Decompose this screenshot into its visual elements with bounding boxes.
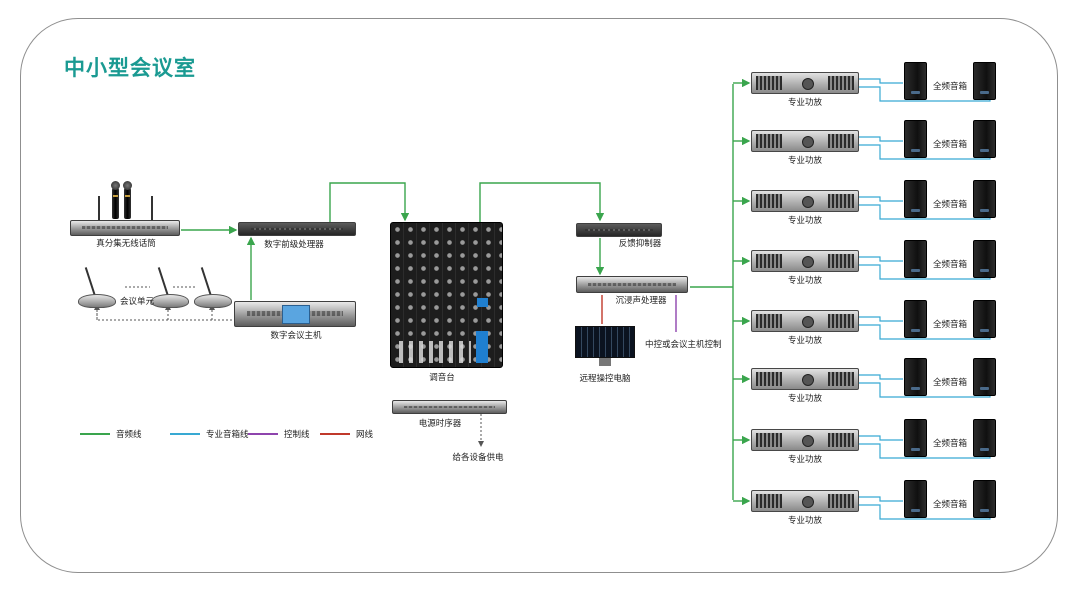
wire-amp-to-left-speaker [859, 196, 903, 202]
conf-host-label: 数字会议主机 [270, 331, 322, 341]
amplifier-label: 专业功放 [787, 276, 823, 286]
amplifier-7 [751, 429, 859, 451]
legend-swatch [320, 433, 350, 435]
speaker-left-icon [904, 358, 927, 396]
immersive-label: 沉浸声处理器 [615, 296, 667, 306]
speaker-right-icon [973, 240, 996, 278]
mixer-label: 调音台 [429, 373, 455, 383]
speaker-label: 全频音箱 [932, 378, 968, 388]
diagram-frame [20, 18, 1058, 573]
wire-amp-to-left-speaker [859, 316, 903, 322]
digital-preprocessor [238, 222, 356, 236]
speaker-right-icon [973, 419, 996, 457]
wire-amp-to-left-speaker [859, 78, 903, 84]
power-seq-label: 电源时序器 [418, 419, 462, 429]
speaker-label: 全频音箱 [932, 200, 968, 210]
legend-label: 音频线 [116, 430, 142, 440]
speaker-left-icon [904, 300, 927, 338]
speaker-right-icon [973, 120, 996, 158]
amplifier-label: 专业功放 [787, 336, 823, 346]
mixer-console [390, 222, 503, 368]
wire-amp-to-left-speaker [859, 496, 903, 502]
wire-amp-to-right-speaker [859, 264, 991, 280]
amplifier-5 [751, 310, 859, 332]
amplifier-label: 专业功放 [787, 216, 823, 226]
wire-preproc-to-mixer [329, 182, 410, 222]
wire-amp-to-right-speaker [859, 204, 991, 220]
immersive-processor [576, 276, 688, 293]
power-supply-label: 给各设备供电 [452, 453, 504, 463]
amplifier-8 [751, 490, 859, 512]
wire-amp-to-left-speaker [859, 256, 903, 262]
speaker-right-icon [973, 300, 996, 338]
remote-pc-label: 远程操控电脑 [579, 374, 631, 384]
speaker-left-icon [904, 419, 927, 457]
amplifier-6 [751, 368, 859, 390]
handheld-mic-icon [123, 181, 132, 219]
conf-unit-label: 会议单元 [120, 297, 155, 307]
wire-amp-to-right-speaker [859, 443, 991, 459]
digital-preproc-label: 数字前级处理器 [264, 240, 324, 250]
amplifier-label: 专业功放 [787, 455, 823, 465]
central-control-label: 中控或会议主机控制 [645, 340, 722, 350]
wire-amp-to-right-speaker [859, 324, 991, 340]
legend-label: 专业音箱线 [206, 430, 249, 440]
feedback-label: 反馈抑制器 [618, 239, 662, 249]
wire-amp-to-left-speaker [859, 136, 903, 142]
wire-amp-to-right-speaker [859, 504, 991, 520]
wireless-mic-receiver [70, 220, 180, 236]
speaker-left-icon [904, 180, 927, 218]
amplifier-2 [751, 130, 859, 152]
conference-unit-icon [78, 262, 116, 308]
diagram-title: 中小型会议室 [64, 56, 196, 80]
legend-label: 网线 [356, 430, 374, 440]
speaker-label: 全频音箱 [932, 140, 968, 150]
speaker-left-icon [904, 62, 927, 100]
host-screen-icon [282, 305, 310, 324]
wire-mixer-to-feedback [479, 182, 605, 222]
speaker-label: 全频音箱 [932, 260, 968, 270]
antenna-right-icon [151, 196, 153, 222]
amplifier-label: 专业功放 [787, 516, 823, 526]
speaker-right-icon [973, 62, 996, 100]
wire-amp-to-right-speaker [859, 86, 991, 102]
speaker-label: 全频音箱 [932, 439, 968, 449]
antenna-left-icon [98, 196, 100, 222]
wire-amp-to-left-speaker [859, 435, 903, 441]
conference-unit-icon [194, 262, 232, 308]
amplifier-label: 专业功放 [787, 156, 823, 166]
conference-unit-icon [151, 262, 189, 308]
legend-swatch [80, 433, 110, 435]
speaker-left-icon [904, 480, 927, 518]
speaker-right-icon [973, 180, 996, 218]
speaker-label: 全频音箱 [932, 500, 968, 510]
wire-amp-to-left-speaker [859, 374, 903, 380]
remote-pc-icon [575, 326, 635, 366]
power-sequencer [392, 400, 507, 414]
amplifier-1 [751, 72, 859, 94]
amplifier-3 [751, 190, 859, 212]
wire-amp-to-right-speaker [859, 144, 991, 160]
speaker-label: 全频音箱 [932, 320, 968, 330]
amplifier-4 [751, 250, 859, 272]
speaker-right-icon [973, 358, 996, 396]
speaker-label: 全频音箱 [932, 82, 968, 92]
speaker-left-icon [904, 120, 927, 158]
wireless-mic-label: 真分集无线话筒 [96, 239, 156, 249]
amplifier-label: 专业功放 [787, 98, 823, 108]
handheld-mic-icon [111, 181, 120, 219]
speaker-right-icon [973, 480, 996, 518]
amplifier-label: 专业功放 [787, 394, 823, 404]
legend-label: 控制线 [284, 430, 310, 440]
legend-swatch [248, 433, 278, 435]
legend-swatch [170, 433, 200, 435]
feedback-suppressor [576, 223, 662, 237]
speaker-left-icon [904, 240, 927, 278]
wire-amp-to-right-speaker [859, 382, 991, 398]
